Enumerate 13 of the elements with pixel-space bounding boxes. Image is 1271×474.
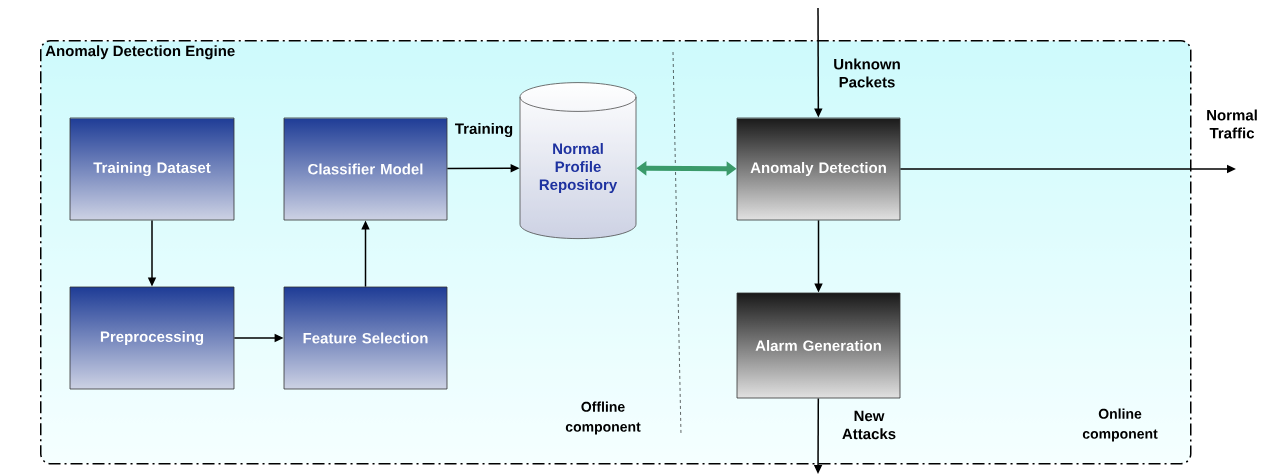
repository-cylinder: Normal Profile Repository — [519, 82, 637, 239]
section-label: Offline component — [565, 401, 641, 435]
process-box: Classifier Model — [283, 117, 448, 221]
section-label: Online component — [1082, 408, 1158, 442]
edge-label: Training — [455, 123, 513, 138]
process-box: Training Dataset — [69, 117, 235, 221]
process-box: Preprocessing — [69, 286, 235, 390]
edge-label: New Attacks — [842, 410, 896, 440]
edge-label: Unknown Packets — [834, 58, 900, 88]
process-box: Anomaly Detection — [736, 117, 901, 221]
process-box: Alarm Generation — [736, 292, 901, 399]
edge-label: Normal Traffic — [1207, 109, 1257, 139]
process-box: Feature Selection — [283, 286, 448, 390]
